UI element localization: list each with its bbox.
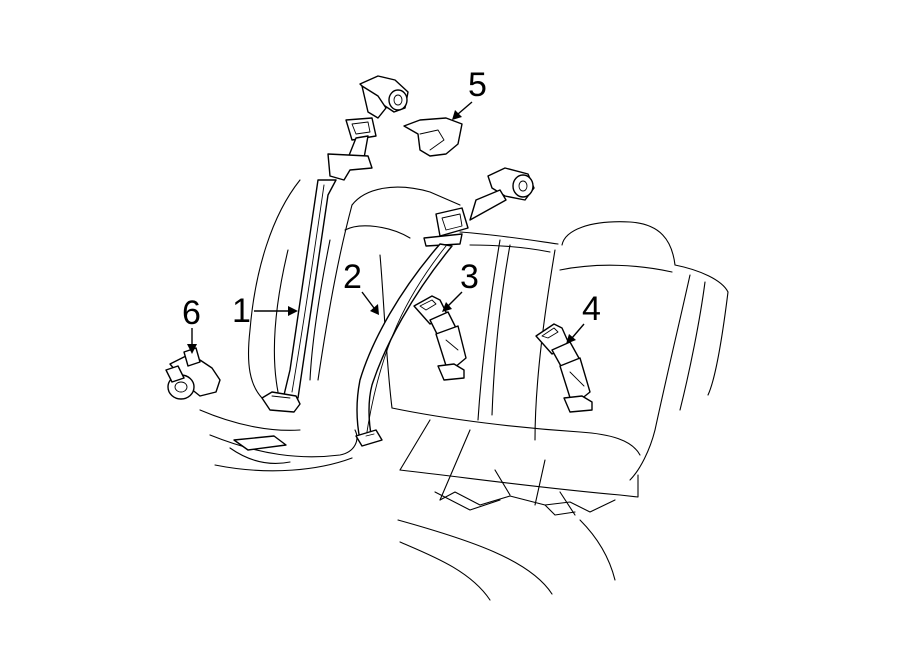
callout-label-6: 6 — [182, 294, 201, 332]
callout-3: 3 — [442, 258, 479, 312]
callout-label-3: 3 — [460, 258, 479, 296]
callout-6: 6 — [182, 294, 201, 354]
callout-label-5: 5 — [468, 66, 487, 104]
part-2-center-belt — [355, 167, 535, 447]
callout-label-2: 2 — [343, 258, 362, 296]
callout-1: 1 — [232, 292, 298, 330]
part-5-cover — [403, 117, 463, 157]
callout-2: 2 — [343, 258, 379, 315]
part-3-center-buckle — [413, 295, 467, 381]
callout-4: 4 — [566, 290, 601, 344]
rear-seat — [199, 179, 729, 601]
part-4-right-buckle — [535, 323, 593, 413]
part-6-retractor — [165, 347, 221, 400]
callout-label-1: 1 — [232, 292, 251, 330]
part-1-left-belt — [261, 75, 409, 413]
callout-5: 5 — [452, 66, 487, 120]
callout-label-4: 4 — [582, 290, 601, 328]
